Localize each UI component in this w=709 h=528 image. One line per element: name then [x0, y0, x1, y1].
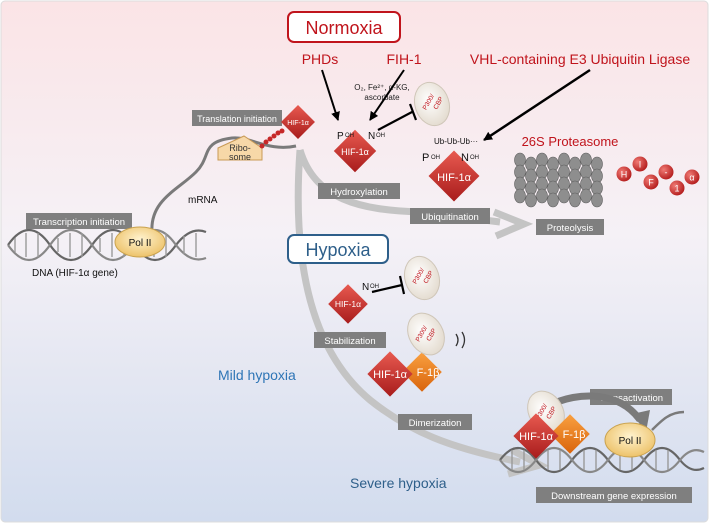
fragment-ball: [632, 156, 648, 172]
dimerization-box: [398, 414, 472, 430]
normoxia-title-box: [287, 11, 401, 43]
noh-subscript: OH: [376, 133, 385, 139]
ribosome: Ribo- some: [217, 135, 263, 162]
p300-cbp-free: P300/ CBP: [403, 255, 441, 301]
hif1a-stabilized: HIF-1α N OH: [328, 282, 379, 324]
svg-text:HIF-1α: HIF-1α: [341, 147, 369, 157]
poh-label: P: [337, 131, 344, 142]
svg-text:Pol II: Pol II: [619, 436, 642, 447]
vhl-arrow: [483, 68, 591, 142]
mild-hypoxia-label: Mild hypoxia: [218, 367, 296, 383]
fragment-label: F: [648, 178, 654, 188]
poh-subscript: OH: [345, 133, 354, 139]
fragment-ball: [658, 164, 674, 180]
transcription-initiation-label: Transcription initiation: [33, 217, 125, 228]
svg-text:Ribo-: Ribo-: [229, 143, 251, 153]
phds-label: PHDs: [302, 51, 339, 67]
proteolysis-label: Proteolysis: [547, 223, 594, 234]
fragment-label: I: [639, 160, 642, 170]
downstream-box: [536, 487, 692, 503]
proteasome-subunit: [569, 192, 581, 208]
svg-text:HIF-1α: HIF-1α: [373, 369, 408, 381]
svg-text:F-1β: F-1β: [563, 429, 586, 441]
pol2-left: Pol II: [114, 226, 166, 258]
phd-arrow: [321, 69, 340, 121]
hypoxia-title: Hypoxia: [305, 240, 371, 260]
nascent-peptide: [259, 128, 285, 149]
normoxia-title: Normoxia: [305, 18, 383, 38]
proteasome-subunit: [558, 188, 570, 204]
degraded-fragments: H IF -1α: [616, 156, 700, 196]
proteolysis-box: [536, 219, 604, 235]
downstream-label: Downstream gene expression: [551, 491, 677, 502]
mrna-strand: [150, 136, 297, 233]
svg-text:Pol II: Pol II: [129, 238, 152, 249]
hypoxia-inhibition-bar: [371, 275, 406, 295]
fragment-ball: [616, 166, 632, 182]
dimerization-label: Dimerization: [409, 418, 462, 429]
svg-text:HIF-1α: HIF-1α: [519, 431, 554, 443]
stabilization-box: [314, 332, 386, 348]
fragment-ball: [684, 169, 700, 185]
fragment-label: α: [689, 173, 694, 183]
ub-chain: Ub-Ub-Ub···: [434, 137, 478, 146]
vhl-label: VHL-containing E3 Ubiquitin Ligase: [470, 51, 690, 67]
poh2-subscript: OH: [431, 155, 440, 161]
proteasome-subunit: [536, 188, 548, 204]
stabilization-label: Stabilization: [324, 336, 375, 347]
svg-text:F-1β: F-1β: [417, 367, 440, 379]
proteasome-subunit: [514, 188, 526, 204]
proteasome-subunit: [547, 192, 559, 208]
hif1a-hydroxylated: HIF-1α P OH N OH: [333, 129, 385, 173]
p300-cbp-normoxia: P300/ CBP: [413, 81, 451, 127]
hydroxylation-box: [318, 183, 400, 199]
proteasome-label: 26S Proteasome: [522, 134, 619, 149]
svg-text:HIF-1α: HIF-1α: [437, 172, 472, 184]
ubiquitination-box: [410, 208, 490, 224]
proteasome-subunit: [525, 192, 537, 208]
transcription-initiation-box: [26, 213, 132, 229]
fragment-ball: [669, 180, 685, 196]
translation-initiation-label: Translation initiation: [197, 114, 277, 124]
noh2-label: N: [461, 152, 469, 164]
cofactors-line2: ascorbate: [364, 93, 400, 102]
transactivation-label: Transactivation: [599, 393, 663, 404]
fih1-arrow: [369, 69, 405, 121]
fih1-label: FIH-1: [387, 51, 422, 67]
svg-text:some: some: [229, 152, 251, 162]
noh2-subscript: OH: [470, 155, 479, 161]
dna-helix-right: [499, 446, 705, 474]
noh3-subscript: OH: [370, 284, 379, 290]
fragment-label: -: [665, 168, 668, 178]
fragment-label: H: [621, 170, 628, 180]
proteasome-subunit: [591, 192, 603, 208]
noh-label: N: [368, 131, 375, 142]
translation-initiation-box: [192, 110, 282, 126]
fragment-label: 1: [674, 184, 679, 194]
cofactors-line1: O₂, Fe²⁺, α-KG,: [354, 83, 410, 92]
svg-text:HIF-1α: HIF-1α: [335, 299, 361, 309]
normoxia-pathway-arrowhead: [492, 208, 534, 240]
svg-text:HIF-1α: HIF-1α: [287, 120, 309, 127]
poh2-label: P: [422, 152, 429, 164]
proteasome-subunit: [580, 188, 592, 204]
fih1-inhibition-bar: [377, 103, 418, 131]
hydroxylation-label: Hydroxylation: [330, 187, 388, 198]
mrna-label: mRNA: [188, 195, 218, 206]
hypoxia-title-box: [287, 234, 389, 264]
fragment-ball: [643, 174, 659, 190]
noh3-label: N: [362, 282, 369, 293]
severe-hypoxia-label: Severe hypoxia: [350, 475, 447, 491]
dna-label: DNA (HIF-1α gene): [32, 268, 118, 279]
ubiquitination-label: Ubiquitination: [421, 212, 479, 223]
proteasome-barrel: [514, 152, 603, 208]
